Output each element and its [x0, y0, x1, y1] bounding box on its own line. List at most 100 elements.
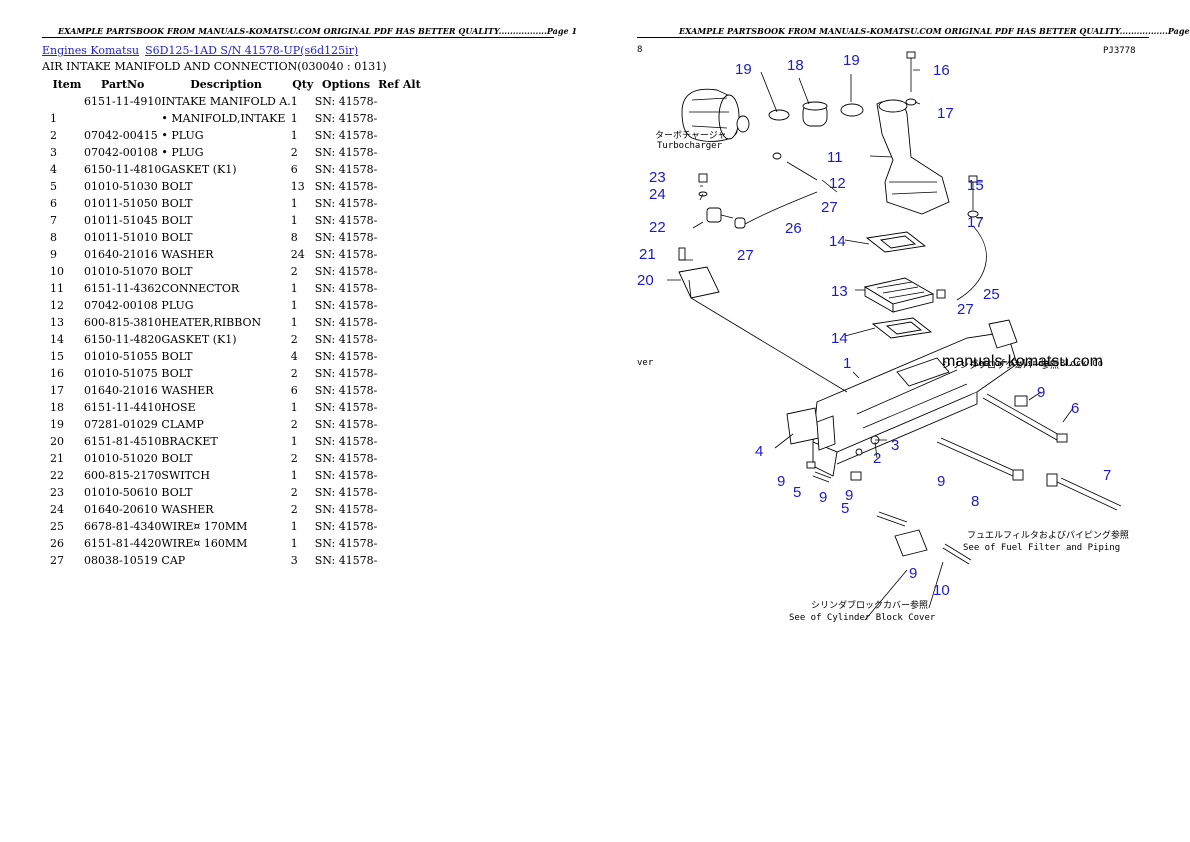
- cell-partno: 07042-00415: [84, 129, 158, 142]
- cell-description: WASHER: [161, 248, 214, 261]
- bolt-15-drawing: [967, 175, 979, 218]
- cell-item: 27: [50, 554, 64, 567]
- callout-24: 24: [649, 186, 666, 203]
- cell-options: SN: 41578-: [314, 469, 378, 482]
- callout-23: 23: [649, 169, 666, 186]
- cell-item: 9: [50, 248, 57, 261]
- breadcrumb-link-engines[interactable]: Engines Komatsu: [42, 44, 140, 57]
- diagram-corner-mark: 8: [637, 45, 642, 55]
- cell-qty: 1: [290, 520, 298, 533]
- cell-partno: 01640-20610: [84, 503, 158, 516]
- cell-description: GASKET (K1): [161, 163, 237, 176]
- callout-9: 9: [1037, 384, 1045, 401]
- cell-partno: 01011-51045: [84, 214, 158, 227]
- callout-2: 2: [873, 450, 881, 467]
- parts-table: Item PartNo Description Qty Options Ref …: [42, 76, 421, 569]
- turbocharger-drawing: [681, 88, 750, 142]
- cell-ref-alt: [377, 93, 421, 110]
- cell-partno: 01640-21016: [84, 384, 158, 397]
- cell-item: 18: [50, 401, 64, 414]
- cell-description: CAP: [161, 554, 186, 567]
- cell-qty: 1: [290, 214, 298, 227]
- cell-ref-alt: [377, 144, 421, 161]
- section-title: AIR INTAKE MANIFOLD AND CONNECTION(03004…: [42, 60, 387, 73]
- cell-description: • PLUG: [161, 129, 204, 142]
- cell-options: SN: 41578-: [314, 214, 378, 227]
- cell-ref-alt: [377, 195, 421, 212]
- cell-description: SWITCH: [161, 469, 210, 482]
- callout-4: 4: [755, 443, 763, 460]
- cell-partno: 6151-11-4910: [84, 95, 162, 108]
- breadcrumb-link-model[interactable]: S6D125-1AD S/N 41578-UP(s6d125ir): [145, 44, 359, 57]
- cell-description: GASKET (K1): [161, 333, 237, 346]
- cell-qty: 2: [290, 452, 298, 465]
- cell-partno: 01010-51070: [84, 265, 158, 278]
- cell-description: WIRE¤ 160MM: [161, 537, 248, 550]
- callout-14: 14: [831, 330, 848, 347]
- cell-qty: 1: [290, 282, 298, 295]
- cell-partno: 01640-21016: [84, 248, 158, 261]
- cell-options: SN: 41578-: [314, 248, 378, 261]
- cell-partno: 600-815-3810: [84, 316, 162, 329]
- cell-partno: 01011-51050: [84, 197, 158, 210]
- cell-qty: 1: [290, 316, 298, 329]
- cell-options: SN: 41578-: [314, 316, 378, 329]
- callout-27: 27: [821, 199, 838, 216]
- gasket-lower-drawing: [871, 317, 933, 339]
- cell-ref-alt: [377, 399, 421, 416]
- cell-description: • MANIFOLD,INTAKE: [161, 112, 286, 125]
- cell-ref-alt: [377, 229, 421, 246]
- cell-qty: 1: [290, 95, 298, 108]
- header-rule-right: [637, 37, 1149, 38]
- cell-options: SN: 41578-: [314, 299, 378, 312]
- page-header-right: EXAMPLE PARTSBOOK FROM MANUALS-KOMATSU.C…: [679, 26, 1190, 36]
- cell-item: 2: [50, 129, 57, 142]
- callout-9: 9: [845, 487, 853, 504]
- cell-options: SN: 41578-: [314, 503, 378, 516]
- cell-options: SN: 41578-: [314, 112, 378, 125]
- cell-item: 21: [50, 452, 64, 465]
- heater-drawing: [863, 277, 946, 313]
- callout-20: 20: [637, 272, 654, 289]
- cell-options: SN: 41578-: [314, 180, 378, 193]
- cell-item: 11: [50, 282, 64, 295]
- cell-ref-alt: [377, 535, 421, 552]
- header-options: Options: [322, 78, 371, 91]
- cell-ref-alt: [377, 263, 421, 280]
- hose-clamps-drawing: [768, 101, 864, 127]
- cell-item: 20: [50, 435, 64, 448]
- block-cover-bottom-en: See of Cylinder Block Cover: [789, 613, 936, 623]
- cell-ref-alt: [377, 450, 421, 467]
- cell-item: 22: [50, 469, 64, 482]
- cell-partno: 01010-51075: [84, 367, 158, 380]
- cell-options: SN: 41578-: [314, 384, 378, 397]
- gasket-upper-drawing: [865, 231, 927, 253]
- cell-description: • PLUG: [161, 146, 204, 159]
- cell-item: 5: [50, 180, 57, 193]
- cell-qty: 1: [290, 435, 298, 448]
- page-header-left: EXAMPLE PARTSBOOK FROM MANUALS-KOMATSU.C…: [58, 26, 578, 36]
- cell-options: SN: 41578-: [314, 95, 378, 108]
- cell-partno: 6151-81-4510: [84, 435, 162, 448]
- cell-qty: 1: [290, 299, 298, 312]
- cell-options: SN: 41578-: [314, 401, 378, 414]
- cell-item: 1: [50, 112, 57, 125]
- cell-ref-alt: [377, 178, 421, 195]
- cell-partno: 01010-51020: [84, 452, 158, 465]
- cell-options: SN: 41578-: [314, 282, 378, 295]
- callout-3: 3: [891, 437, 899, 454]
